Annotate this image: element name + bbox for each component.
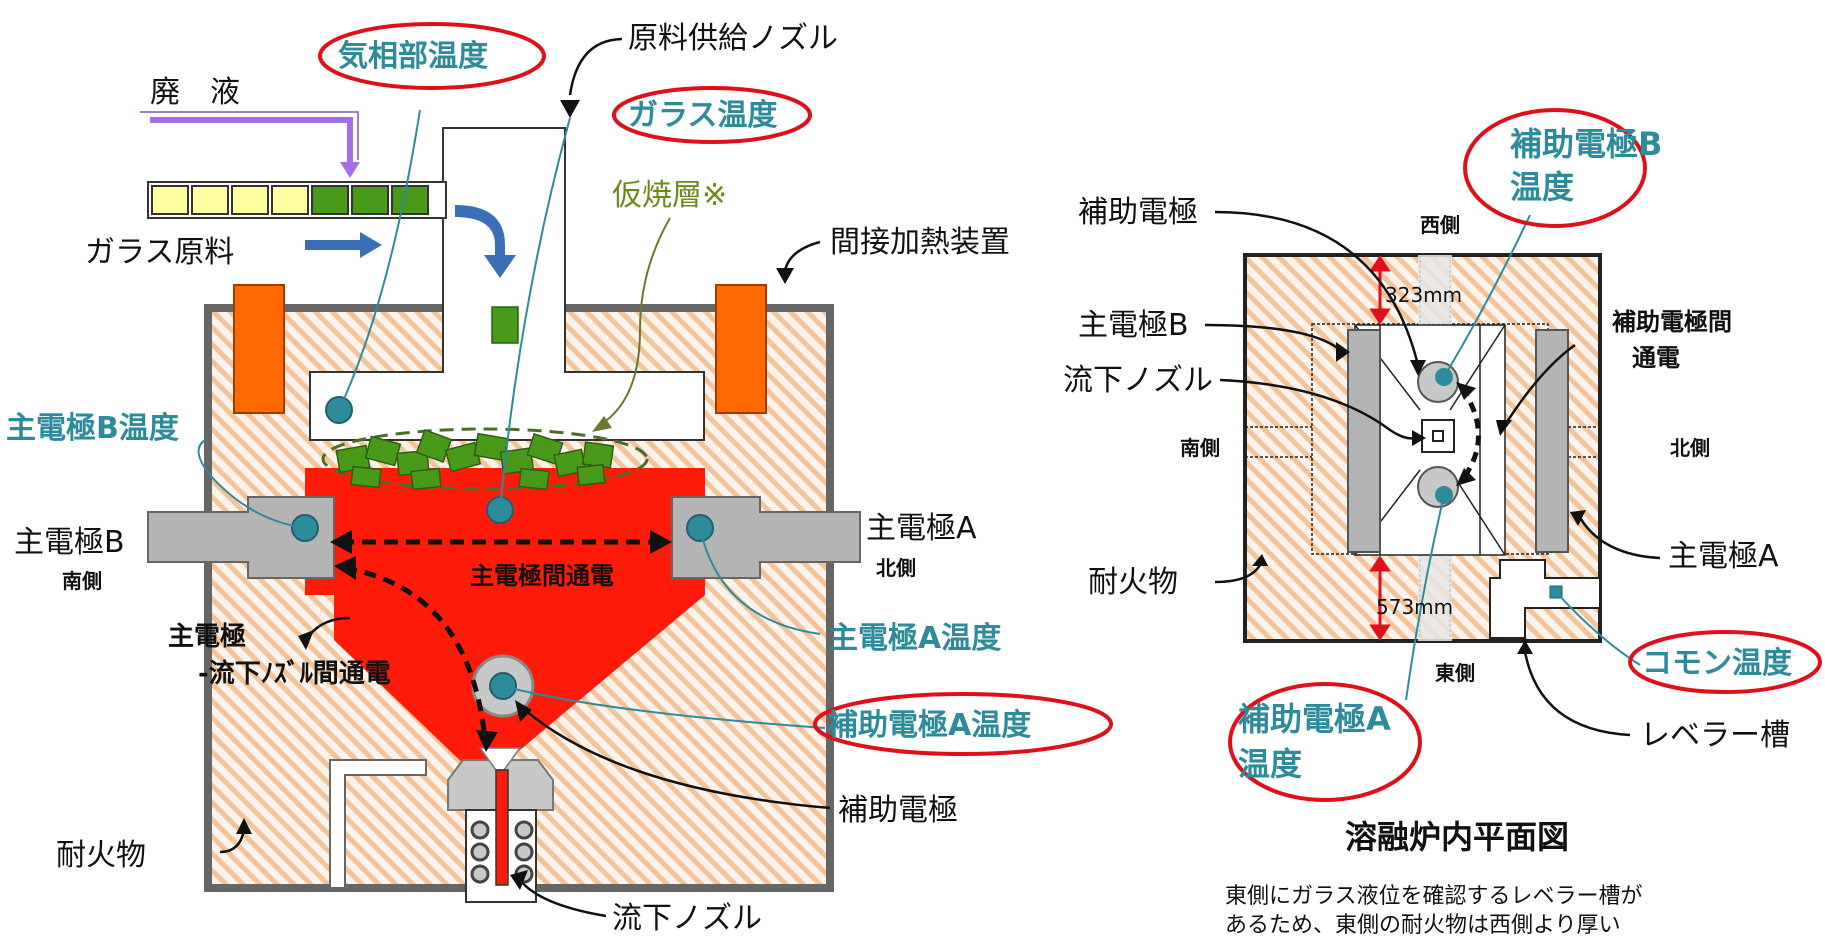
main-electrode-a-label: 主電極A	[866, 511, 977, 546]
falling-calcine	[491, 306, 519, 344]
nozzle-conduction-label: -流下ﾉｽﾞﾙ間通電	[198, 658, 391, 689]
dim-top-label: 323mm	[1385, 283, 1462, 307]
nozzle-conduction-arrow-bottom	[476, 730, 498, 752]
plan-main-electrode-a-label: 主電極A	[1668, 539, 1779, 574]
aux-a-temp-label-1: 補助電極A	[1238, 700, 1391, 738]
plan-main-electrode-b-label: 主電極B	[1078, 308, 1189, 343]
plan-leveler-tank	[1489, 559, 1601, 639]
calcined-layer-label: 仮焼層※	[612, 178, 727, 213]
plan-head-mainb	[1336, 342, 1350, 362]
nozzle-conduction-line	[344, 565, 488, 741]
aux-a-temp-label: 補助電極A温度	[827, 708, 1031, 743]
aux-conduction-label-1: 補助電極間	[1611, 308, 1732, 336]
plan-drain-nozzle-label: 流下ノズル	[1063, 363, 1213, 398]
aux-electrode-label-left: 補助電極	[838, 793, 958, 828]
plan-head-maina	[1570, 510, 1586, 526]
plan-aux-conduction-head-top	[1456, 382, 1476, 400]
highlight-ellipses-left	[318, 22, 1113, 756]
plan-black-leaders	[1204, 210, 1661, 737]
feed-nozzle-label: 原料供給ノズル	[628, 21, 838, 56]
leader-head-conduction	[298, 630, 314, 650]
calcine-layer-outline	[321, 427, 649, 491]
aux-b-temp-label-1: 補助電極B	[1510, 125, 1662, 163]
plan-drain-nozzle-core	[1432, 430, 1444, 442]
feed-arrow-horizontal	[305, 232, 382, 258]
main-a-temp-label: 主電極A温度	[828, 621, 1001, 656]
plan-north-side-label: 北側	[1670, 436, 1710, 460]
south-side-label: 南側	[62, 569, 102, 593]
common-temp-label: コモン温度	[1642, 646, 1792, 681]
leveler-tank-label: レベラー槽	[1640, 718, 1790, 753]
waste-liquid-label: 廃 液	[150, 75, 240, 110]
gas-chamber	[309, 127, 705, 441]
glass-melt	[305, 468, 705, 780]
drain-nozzle-label-left: 流下ノズル	[612, 901, 762, 936]
nozzle-conduction-arrow-top	[334, 556, 356, 580]
plan-main-electrode-b	[1347, 329, 1381, 553]
main-b-temp-label: 主電極B温度	[6, 411, 179, 446]
aux-conduction-label-2: 通電	[1632, 344, 1680, 372]
leader-head-heater	[776, 268, 794, 284]
highlight-ellipses-right	[1228, 108, 1822, 802]
plan-head-conduction	[1496, 420, 1512, 436]
heater-right	[715, 284, 767, 414]
plan-title: 溶融炉内平面図	[1345, 818, 1569, 856]
sensor-leaders	[197, 109, 826, 729]
indirect-heater-label: 間接加熱装置	[830, 225, 1010, 260]
plan-head-aux	[1410, 360, 1426, 376]
leader-head-aux	[515, 700, 532, 722]
aux-a-temp-label-2: 温度	[1238, 745, 1302, 783]
plan-aux-conduction	[1459, 386, 1481, 482]
glass-raw-material-label: ガラス原料	[85, 235, 234, 270]
gas-phase-temp-label: 気相部温度	[338, 39, 488, 74]
leader-head-feed	[560, 100, 580, 118]
black-leaders	[219, 37, 831, 918]
plan-head-nozzle	[1412, 430, 1426, 446]
plan-head-leveler	[1517, 640, 1533, 654]
plan-dimension-arrows	[1369, 255, 1391, 641]
west-side-label: 西側	[1420, 213, 1460, 237]
right-plan-view: 補助電極 西側 主電極B 流下ノズル 南側 北側 補助電極間 通電 主電極A 耐…	[1063, 108, 1822, 938]
main-electrode-b-label: 主電極B	[14, 525, 125, 560]
waste-pipe-outline	[140, 111, 359, 160]
feed-arrow-down	[455, 205, 516, 278]
plan-head-refractory	[1252, 554, 1268, 566]
plan-main-electrode-a	[1535, 329, 1569, 553]
dim-bottom-label: 573mm	[1376, 595, 1453, 619]
calcine-blocks	[335, 428, 615, 491]
waste-pipe	[150, 117, 353, 168]
refractory-label-left: 耐火物	[56, 838, 146, 873]
east-side-label: 東側	[1435, 661, 1475, 685]
left-melter: 廃 液 ガラス原料 原料供給ノズル 仮焼層※ 間接加熱装置 主電極B 南側 主電…	[6, 21, 1113, 936]
drain-pipe	[329, 759, 427, 889]
north-side-label: 北側	[876, 556, 916, 580]
main-conduction-arrow-left	[330, 530, 352, 554]
leader-head-nozzle	[510, 870, 528, 890]
plan-refractory-label: 耐火物	[1088, 565, 1178, 600]
plan-note-line2: あるため、東側の耐火物は西側より厚い	[1225, 913, 1621, 938]
heater-left	[233, 284, 285, 414]
calcine-leader-head	[592, 416, 612, 432]
main-electrode-a-shape	[671, 496, 861, 579]
aux-b-temp-label-2: 温度	[1510, 168, 1574, 206]
raw-material-conveyor	[147, 181, 447, 219]
plan-aux-conduction-head-bottom	[1456, 468, 1476, 486]
calcine-leader	[599, 217, 671, 426]
drain-nozzle-pipe	[495, 769, 509, 886]
plan-west-column	[1418, 255, 1452, 325]
plan-aux-electrode-label: 補助電極	[1078, 195, 1198, 230]
waste-arrow-head	[340, 162, 360, 178]
plan-note-line1: 東側にガラス液位を確認するレベラー槽が	[1225, 884, 1643, 909]
main-electrode-short-label: 主電極	[168, 622, 246, 652]
plan-south-side-label: 南側	[1180, 436, 1220, 460]
leader-head-refractory	[236, 818, 252, 834]
main-conduction-arrow-right	[650, 530, 672, 554]
main-conduction-label: 主電極間通電	[470, 562, 614, 590]
glass-temp-label: ガラス温度	[628, 98, 777, 133]
